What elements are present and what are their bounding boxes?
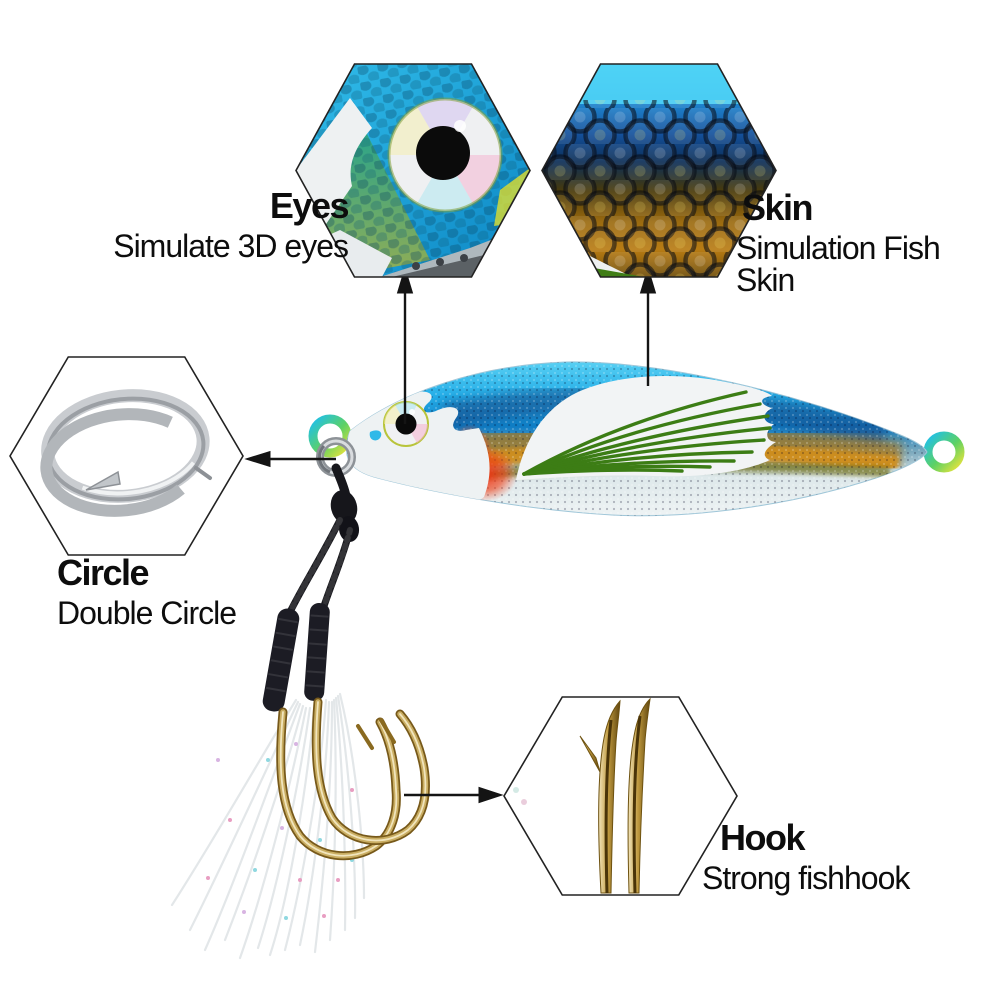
hook-subtitle: Strong fishhook — [702, 860, 910, 896]
hook-right — [311, 697, 430, 845]
hexagon-border — [541, 63, 777, 278]
head-white-patch — [347, 391, 490, 505]
circle-arrow — [244, 450, 336, 468]
lure-body — [346, 361, 928, 517]
hook-callout-hexagon — [503, 696, 738, 896]
lure-photo — [170, 361, 965, 960]
skin-arrow — [639, 266, 657, 386]
callout-arrows — [244, 266, 657, 804]
tail-eyelet-ring — [923, 431, 965, 473]
assist-cord — [262, 463, 360, 712]
fin-with-green-rays — [516, 376, 776, 480]
hook-label: Hook Strong fishhook — [702, 817, 910, 896]
circle-subtitle: Double Circle — [57, 595, 237, 631]
fishing-hooks — [276, 697, 430, 861]
hook-title: Hook — [720, 817, 806, 858]
hook-left — [276, 707, 401, 861]
hexagon-border — [9, 356, 244, 556]
skin-title: Skin — [742, 187, 814, 228]
skin-subtitle: Simulation Fish Skin — [736, 230, 941, 298]
split-ring-photo — [10, 357, 243, 555]
circle-callout-hexagon — [9, 356, 244, 556]
hexagon-border — [295, 63, 531, 278]
thread-wrap-right — [304, 603, 330, 701]
hook-arrow — [404, 786, 504, 804]
hexagon-border — [503, 696, 738, 896]
circle-title: Circle — [57, 552, 150, 593]
lure-eye — [383, 401, 429, 447]
eyes-subtitle: Simulate 3D eyes — [113, 228, 349, 264]
eyes-title: Eyes — [269, 185, 350, 226]
circle-label: Circle Double Circle — [57, 552, 237, 631]
eyes-label: Eyes Simulate 3D eyes — [113, 185, 350, 264]
skin-label: Skin Simulation Fish Skin — [736, 187, 1000, 298]
thread-wrap-left — [262, 608, 300, 712]
nose-eyelet-ring — [308, 414, 352, 458]
eyes-arrow — [396, 266, 414, 424]
sparkle-dots — [206, 742, 354, 920]
